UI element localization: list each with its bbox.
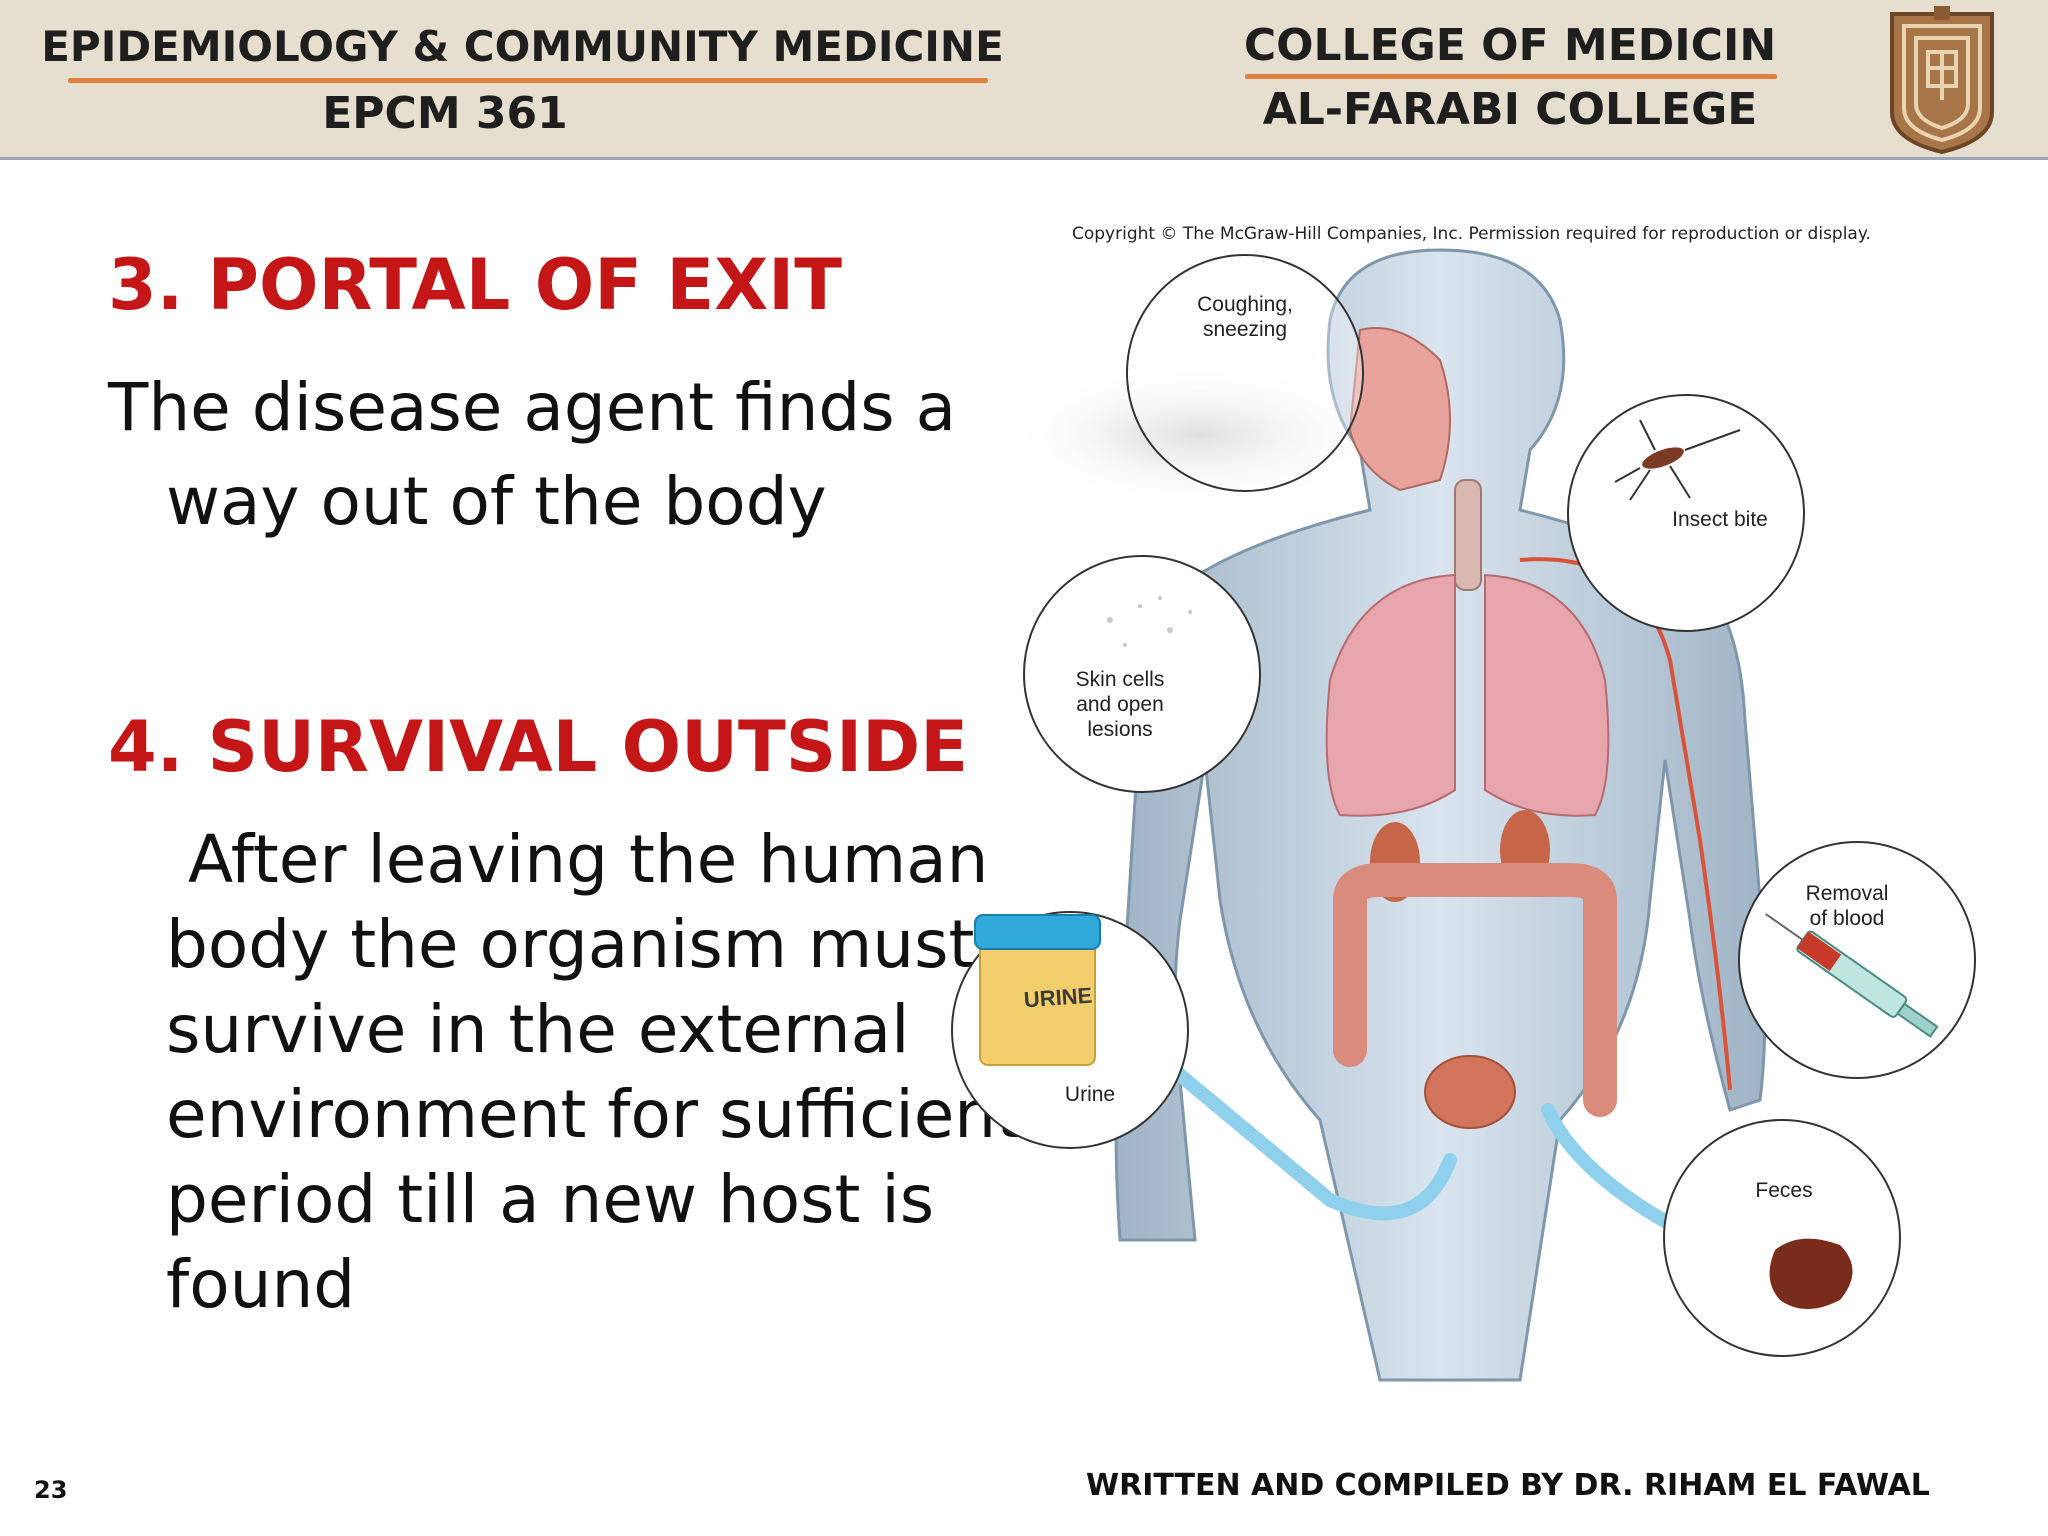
label-skin-line-2: and open: [1076, 693, 1164, 716]
slide-header: EPIDEMIOLOGY & COMMUNITY MEDICINE EPCM 3…: [0, 0, 2048, 160]
mosquito-icon: [1614, 419, 1741, 501]
portal-of-exit-heading: 3. PORTAL OF EXIT: [108, 244, 842, 326]
label-insect-bite: Insect bite: [1672, 508, 1768, 531]
bladder: [1424, 1055, 1516, 1129]
survival-line-4: environment for sufficient: [166, 1076, 1023, 1153]
large-intestine: [1333, 863, 1617, 1117]
left-lung: [1325, 573, 1456, 817]
survival-line-2: body the organism must: [166, 906, 975, 983]
syringe-icon: [1765, 913, 1939, 1038]
portal-of-exit-line-2: way out of the body: [166, 463, 827, 540]
label-skin-line-3: lesions: [1087, 718, 1153, 741]
label-removal-line-1: Removal: [1805, 882, 1889, 905]
survival-line-3: survive in the external: [166, 991, 910, 1068]
urine-jar-icon: [974, 914, 1101, 1066]
survival-line-5: period till a new host is: [166, 1161, 935, 1238]
label-coughing-line-1: Coughing,: [1197, 293, 1293, 316]
urine-arrow: [1143, 1043, 1457, 1221]
college-name: COLLEGE OF MEDICIN: [1243, 20, 1777, 71]
trachea: [1454, 479, 1482, 591]
institution-name: AL-FARABI COLLEGE: [1262, 84, 1758, 135]
figure-copyright: Copyright © The McGraw-Hill Companies, I…: [1072, 224, 1871, 244]
insect-bite-circle: [1567, 394, 1805, 632]
college-logo: [1890, 6, 1994, 155]
feces-icon: [1769, 1238, 1853, 1309]
label-skin-line-1: Skin cells: [1075, 668, 1165, 691]
label-urine-jar: URINE: [1022, 982, 1094, 1013]
portal-of-exit-line-1: The disease agent finds a: [108, 369, 957, 446]
course-title-underline: [68, 78, 988, 83]
cough-spray: [1010, 365, 1390, 505]
removal-of-blood-circle: [1738, 841, 1976, 1079]
feces-circle: [1663, 1119, 1901, 1357]
course-code: EPCM 361: [322, 88, 568, 139]
label-coughing-line-2: sneezing: [1202, 318, 1288, 341]
page-number: 23: [34, 1476, 68, 1504]
coughing-circle: [1126, 254, 1364, 492]
college-underline: [1245, 74, 1777, 79]
label-feces: Feces: [1755, 1179, 1813, 1202]
skin-lesions-circle: [1023, 555, 1261, 793]
survival-line-1: After leaving the human: [188, 821, 989, 898]
nasal-cavity: [1348, 327, 1451, 492]
label-removal-line-2: of blood: [1809, 907, 1885, 930]
survival-line-6: found: [166, 1246, 356, 1323]
course-title: EPIDEMIOLOGY & COMMUNITY MEDICINE: [41, 22, 1004, 71]
author-credit: WRITTEN AND COMPILED BY DR. RIHAM EL FAW…: [1086, 1468, 1930, 1503]
survival-outside-heading: 4. SURVIVAL OUTSIDE: [108, 706, 969, 788]
portal-of-exit-illustration: [951, 248, 1976, 1382]
label-urine: Urine: [1064, 1083, 1116, 1106]
right-lung: [1484, 573, 1610, 817]
skin-cell-specks: [1107, 596, 1192, 647]
